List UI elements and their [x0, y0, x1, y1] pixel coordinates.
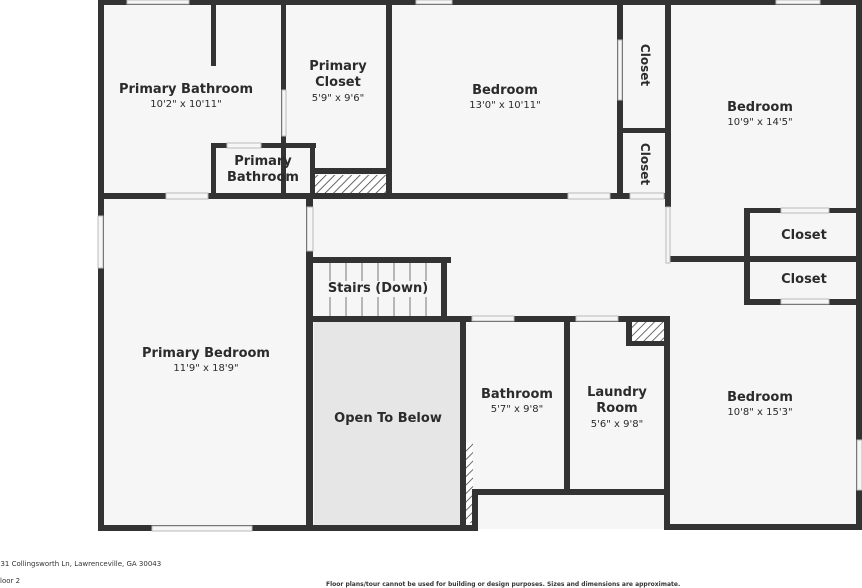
room-name: Closet: [781, 272, 827, 287]
room-name: Bathroom: [481, 387, 553, 402]
closet-right-1-label: Closet: [752, 228, 856, 244]
property-address: 531 Collingsworth Ln, Lawrenceville, GA …: [0, 560, 162, 568]
room-dimensions: 5'7" x 9'8": [490, 404, 544, 416]
laundry-room-label: Laundry Room 5'6" x 9'8": [570, 385, 664, 431]
primary-bathroom-label: Primary Bathroom 10'2" x 10'11": [106, 82, 266, 112]
closet-vertical-1-label: Closet: [638, 43, 652, 87]
room-name: Bedroom: [727, 390, 793, 405]
closet-vertical-2-label: Closet: [638, 142, 652, 186]
room-dimensions: 5'9" x 9'6": [311, 92, 365, 104]
room-dimensions: 13'0" x 10'11": [469, 100, 541, 112]
room-dimensions: 10'9" x 14'5": [727, 117, 793, 129]
bathroom-label: Bathroom 5'7" x 9'8": [470, 387, 564, 417]
room-name: Stairs (Down): [327, 281, 429, 296]
closet-right-2-label: Closet: [752, 272, 856, 288]
primary-closet-label: Primary Closet 5'9" x 9'6": [288, 59, 388, 105]
bedroom-right-top-label: Bedroom 10'9" x 14'5": [675, 100, 845, 130]
room-name: Closet: [781, 228, 827, 243]
bedroom-top-label: Bedroom 13'0" x 10'11": [395, 83, 615, 113]
room-name: Bedroom: [727, 100, 793, 115]
room-name: Primary Closet: [309, 59, 367, 91]
hatched-area-laundry: [632, 322, 665, 343]
stairs-label: Stairs (Down): [318, 281, 438, 298]
room-dimensions: 5'6" x 9'8": [590, 418, 644, 430]
bedroom-right-bottom-label: Bedroom 10'8" x 15'3": [675, 390, 845, 420]
hatched-area-open: [462, 443, 473, 523]
primary-bedroom-label: Primary Bedroom 11'9" x 18'9": [106, 346, 306, 376]
primary-bathroom-small-label: Primary Bathroom: [218, 154, 308, 187]
room-dimensions: 10'8" x 15'3": [727, 407, 793, 419]
room-name: Open To Below: [334, 411, 442, 426]
open-to-below-area: [314, 322, 462, 526]
floor-fills: [101, 3, 859, 529]
room-name: Primary Bathroom: [118, 82, 254, 97]
floor-label: Floor 2: [0, 577, 21, 585]
room-dimensions: 10'2" x 10'11": [150, 99, 222, 111]
hatched-area-closet: [314, 175, 386, 195]
room-name: Primary Bathroom: [227, 154, 299, 186]
disclaimer: Floor plans/tour cannot be used for buil…: [326, 581, 681, 588]
room-name: Laundry Room: [587, 385, 647, 417]
room-name: Primary Bedroom: [142, 346, 270, 361]
openings: [97, 0, 862, 532]
room-name: Bedroom: [472, 83, 538, 98]
room-dimensions: 11'9" x 18'9": [173, 363, 239, 375]
open-to-below-label: Open To Below: [316, 411, 460, 427]
